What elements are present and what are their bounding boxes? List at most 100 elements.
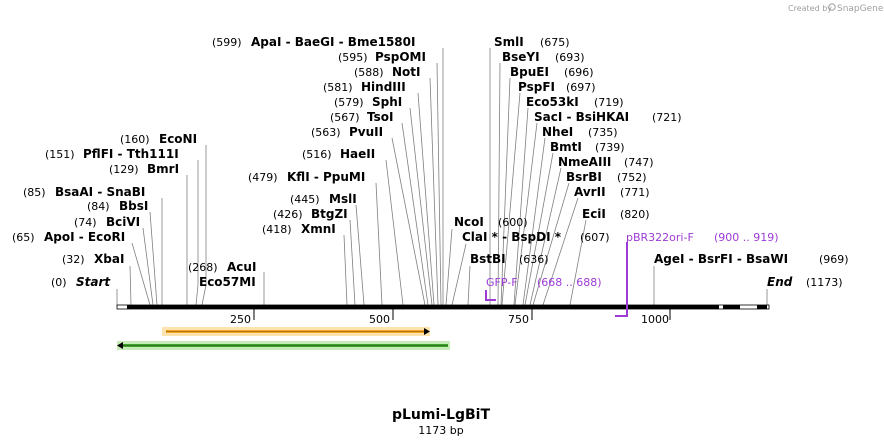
- site-leader-lines: [116, 48, 768, 306]
- site-enzyme: NotI: [392, 65, 421, 79]
- site-enzyme: NmeAIII: [558, 155, 611, 169]
- site-bseyi[interactable]: BseYI (693): [502, 50, 585, 64]
- site-pspfi[interactable]: PspFI (697): [518, 80, 596, 94]
- site-enzyme: XbaI: [94, 252, 124, 266]
- site-position: (636): [519, 253, 549, 266]
- site-bmti[interactable]: BmtI(739): [550, 140, 625, 154]
- primer-gfp-f[interactable]: GFP-F (668 .. 688): [485, 276, 602, 301]
- site-bsaai[interactable]: (85)BsaAI - SnaBI: [23, 185, 145, 199]
- site-position: (969): [819, 253, 849, 266]
- site-position: (579): [334, 96, 364, 109]
- site-enzyme: BsrBI: [566, 170, 602, 184]
- site-position: (595): [338, 51, 368, 64]
- site-position: (600): [498, 216, 528, 229]
- site-enzyme: Eco53kI: [526, 95, 579, 109]
- site-enzyme: BstBI: [470, 252, 506, 266]
- site-bsrbi[interactable]: BsrBI(752): [566, 170, 647, 184]
- site-position: (693): [555, 51, 585, 64]
- site-enzyme: NcoI: [454, 215, 484, 229]
- site-ecii[interactable]: EciI(820): [582, 207, 650, 221]
- site-enzyme: XmnI: [301, 222, 336, 236]
- site-position: (697): [566, 81, 596, 94]
- site-xmni[interactable]: (418) XmnI: [262, 222, 336, 236]
- credit-brand: SnapGene: [837, 4, 884, 14]
- site-enzyme: AgeI - BsrFI - BsaWI: [654, 252, 788, 266]
- site-position: (719): [594, 96, 624, 109]
- tick-label: 500: [369, 313, 390, 326]
- site-acui[interactable]: (268)AcuI: [188, 260, 256, 274]
- start-position: (0): [51, 276, 67, 289]
- site-haeii[interactable]: (516) HaeII: [302, 147, 375, 161]
- site-position: (445): [290, 193, 320, 206]
- site-kfli[interactable]: (479)KflI - PpuMI: [248, 170, 365, 184]
- site-hindiii[interactable]: (581)HindIII: [323, 80, 406, 94]
- site-position: (129): [109, 163, 139, 176]
- primer-name: GFP-F: [486, 276, 518, 289]
- site-position: (739): [595, 141, 625, 154]
- site-enzyme: HindIII: [361, 80, 406, 94]
- site-enzyme: AvrII: [574, 185, 606, 199]
- site-ncoi[interactable]: NcoI (600): [454, 215, 528, 229]
- site-position: (516): [302, 148, 332, 161]
- site-pspomi[interactable]: (595) PspOMI: [338, 50, 426, 64]
- start-label: Start: [76, 275, 111, 289]
- site-agei[interactable]: AgeI - BsrFI - BsaWI (969): [654, 252, 849, 266]
- end-position: (1173): [806, 276, 843, 289]
- site-bpuei[interactable]: BpuEI(696): [510, 65, 594, 79]
- site-enzyme: BbsI: [119, 199, 148, 213]
- site-avrii[interactable]: AvrII (771): [574, 185, 650, 199]
- site-apoi[interactable]: (65)ApoI - EcoRI: [12, 230, 125, 244]
- site-xbai[interactable]: (32)XbaI: [62, 252, 124, 266]
- site-bstbi[interactable]: BstBI (636): [470, 252, 549, 266]
- site-btgzi[interactable]: (426)BtgZI: [273, 207, 348, 221]
- site-bmri[interactable]: (129) BmrI: [109, 162, 179, 176]
- site-bbsi[interactable]: (84)BbsI: [87, 199, 148, 213]
- site-clai[interactable]: ClaI * - BspDI *(607): [462, 230, 610, 244]
- site-position: (771): [620, 186, 650, 199]
- site-tsoi[interactable]: (567) TsoI: [330, 110, 393, 124]
- sequence-backbone: [116, 304, 770, 310]
- primer-pbr322ori-f[interactable]: pBR322ori-F (900 .. 919): [615, 231, 779, 317]
- site-enzyme: ClaI * - BspDI *: [462, 230, 562, 244]
- site-enzyme: SacI - BsiHKAI: [534, 110, 629, 124]
- site-pvuii[interactable]: (563)PvuII: [311, 125, 383, 139]
- site-enzyme: ApoI - EcoRI: [44, 230, 125, 244]
- site-position: (588): [354, 66, 384, 79]
- site-position: (567): [330, 111, 360, 124]
- site-enzyme: SphI: [372, 95, 402, 109]
- site-enzyme: BseYI: [502, 50, 540, 64]
- site-position: (426): [273, 208, 303, 221]
- site-eco57mi[interactable]: Eco57MI: [199, 275, 256, 289]
- site-msli[interactable]: (445)MslI: [290, 192, 357, 206]
- site-eco53ki[interactable]: Eco53kI (719): [526, 95, 624, 109]
- site-enzyme: BmrI: [147, 162, 179, 176]
- site-enzyme: SmlI: [494, 35, 524, 49]
- site-enzyme: TsoI: [367, 110, 393, 124]
- credit-prefix: Created by: [788, 4, 832, 13]
- tick-label: 1000: [641, 313, 669, 326]
- site-enzyme: PvuII: [349, 125, 383, 139]
- site-enzyme: BpuEI: [510, 65, 549, 79]
- site-nmeaiii[interactable]: NmeAIII(747): [558, 155, 654, 169]
- end-label: End: [767, 275, 793, 289]
- site-pflfi[interactable]: (151)PflFI - Tth111I: [45, 147, 179, 161]
- site-enzyme: PspFI: [518, 80, 555, 94]
- site-apai[interactable]: (599)ApaI - BaeGI - Bme1580I: [212, 35, 415, 49]
- site-nhei[interactable]: NheI(735): [542, 125, 618, 139]
- site-position: (675): [540, 36, 570, 49]
- site-bcivi[interactable]: (74)BciVI: [74, 215, 140, 229]
- primer-range: (900 .. 919): [714, 231, 779, 244]
- feature-green-arrow[interactable]: [117, 341, 450, 350]
- site-smli[interactable]: SmlI (675): [494, 35, 570, 49]
- site-enzyme: PspOMI: [375, 50, 426, 64]
- feature-orange-arrow[interactable]: [162, 327, 430, 336]
- site-saci[interactable]: SacI - BsiHKAI(721): [534, 110, 682, 124]
- site-econi[interactable]: (160)EcoNI: [120, 132, 197, 146]
- map-length: 1173 bp: [418, 424, 463, 437]
- site-sphi[interactable]: (579) SphI: [334, 95, 402, 109]
- site-noti[interactable]: (588) NotI: [354, 65, 421, 79]
- site-enzyme: HaeII: [340, 147, 375, 161]
- site-position: (418): [262, 223, 292, 236]
- site-enzyme: EciI: [582, 207, 606, 221]
